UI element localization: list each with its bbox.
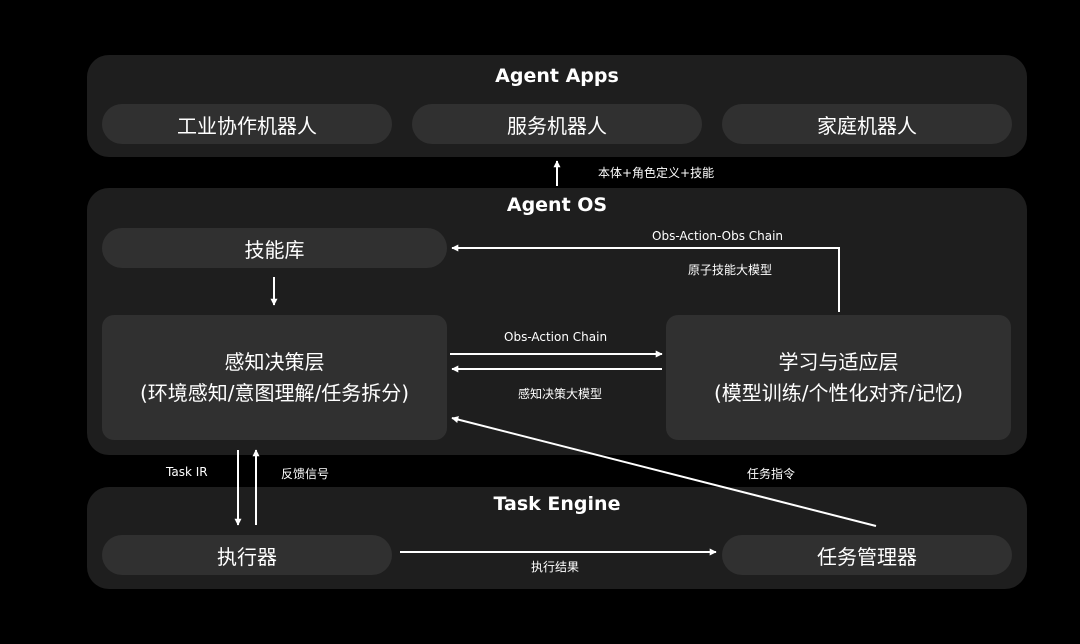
agent-os-layer: Agent OS 技能库 感知决策层 (环境感知/意图理解/任务拆分) 学习与适… xyxy=(87,188,1027,455)
agent-os-title: Agent OS xyxy=(506,194,608,216)
agent-apps-layer: Agent Apps 工业协作机器人 服务机器人 家庭机器人 xyxy=(87,55,1027,157)
app-home-robot: 家庭机器人 xyxy=(722,104,1012,144)
task-engine-layer: Task Engine 执行器 任务管理器 xyxy=(87,487,1027,589)
arrow-learning-to-skill-library xyxy=(451,244,840,312)
label-task-ir: Task IR xyxy=(166,465,208,479)
learning-adaptation-subtitle: (模型训练/个性化对齐/记忆) xyxy=(713,380,964,405)
perception-decision-title: 感知决策层 xyxy=(224,349,325,374)
label-execution-result: 执行结果 xyxy=(531,560,580,574)
label-obs-action-obs-chain: Obs-Action-Obs Chain xyxy=(652,229,784,243)
label-perception-decision-model: 感知决策大模型 xyxy=(518,387,603,401)
app-industrial-cobot: 工业协作机器人 xyxy=(102,104,392,144)
perception-decision-layer: 感知决策层 (环境感知/意图理解/任务拆分) xyxy=(102,315,447,440)
label-task-instruction: 任务指令 xyxy=(747,467,796,481)
agent-apps-title: Agent Apps xyxy=(495,65,619,87)
skill-library: 技能库 xyxy=(102,228,447,268)
executor: 执行器 xyxy=(102,535,392,575)
label-feedback-signal: 反馈信号 xyxy=(281,467,330,481)
task-engine-title: Task Engine xyxy=(493,493,621,515)
task-manager: 任务管理器 xyxy=(722,535,1012,575)
perception-decision-subtitle: (环境感知/意图理解/任务拆分) xyxy=(139,380,410,405)
learning-adaptation-title: 学习与适应层 xyxy=(778,349,899,374)
label-os-to-apps: 本体+角色定义+技能 xyxy=(598,166,715,180)
arrow-task-instruction xyxy=(451,416,877,527)
learning-adaptation-layer: 学习与适应层 (模型训练/个性化对齐/记忆) xyxy=(666,315,1011,440)
label-obs-action-chain: Obs-Action Chain xyxy=(504,330,608,344)
app-service-robot: 服务机器人 xyxy=(412,104,702,144)
label-atomic-skill-model: 原子技能大模型 xyxy=(688,263,773,277)
